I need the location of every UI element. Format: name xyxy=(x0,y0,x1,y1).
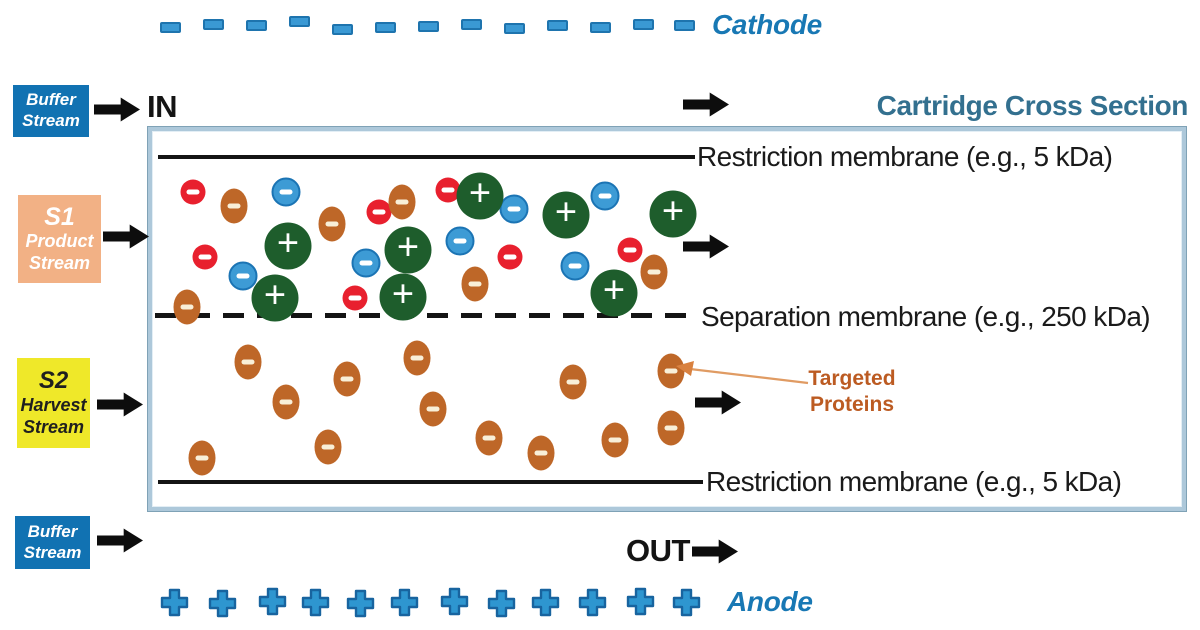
flow-arrow-icon xyxy=(97,527,143,554)
targeted-proteins-label: Targeted Proteins xyxy=(808,367,896,417)
stream-label-line: Product xyxy=(25,231,94,252)
stream-label-line: Stream xyxy=(28,253,91,274)
cathode-dash-icon xyxy=(203,19,224,30)
cathode-dash-icon xyxy=(418,21,439,32)
restriction-membrane-top-label: Restriction membrane (e.g., 5 kDa) xyxy=(697,141,1113,172)
cathode-dash-icon xyxy=(633,19,654,30)
separation-membrane-label: Separation membrane (e.g., 250 kDa) xyxy=(701,301,1151,332)
flow-arrow-icon xyxy=(94,96,140,123)
stream-id: S1 xyxy=(44,202,75,231)
anode-plus-icon xyxy=(487,589,516,623)
s2-harvest-stream-box: S2 Harvest Stream xyxy=(17,358,90,448)
anode-plus-icon xyxy=(531,588,560,622)
stream-label-line: Stream xyxy=(23,542,82,562)
flow-arrow-icon xyxy=(103,223,149,250)
outlet-label: OUT xyxy=(626,533,690,568)
restriction-membrane-top-line xyxy=(158,155,695,159)
flow-arrow-icon xyxy=(692,538,738,565)
restriction-membrane-bottom-label: Restriction membrane (e.g., 5 kDa) xyxy=(706,466,1122,497)
cathode-dash-icon xyxy=(375,22,396,33)
flow-arrow-icon xyxy=(683,233,729,260)
anode-label: Anode xyxy=(727,586,813,617)
stream-id: S2 xyxy=(38,367,69,395)
buffer-stream-box-bottom: Buffer Stream xyxy=(15,516,90,569)
anode-plus-icon xyxy=(440,587,469,621)
anode-plus-icon xyxy=(346,589,375,623)
stream-label-line: Harvest xyxy=(20,394,87,415)
cathode-label: Cathode xyxy=(712,9,822,40)
cathode-dash-icon xyxy=(674,20,695,31)
diagram-title: Cartridge Cross Section xyxy=(876,90,1189,121)
cathode-dash-icon xyxy=(504,23,525,34)
cathode-dash-icon xyxy=(332,24,353,35)
restriction-membrane-bottom-line xyxy=(158,480,703,484)
anode-plus-icon xyxy=(160,588,189,622)
cathode-dash-icon xyxy=(461,19,482,30)
buffer-stream-box-top: Buffer Stream xyxy=(13,85,89,137)
stream-label-line: Stream xyxy=(22,416,85,437)
anode-plus-icon xyxy=(626,587,655,621)
flow-arrow-icon xyxy=(97,391,143,418)
targeted-proteins-pointer-icon xyxy=(676,361,809,385)
s1-product-stream-box: S1 Product Stream xyxy=(18,195,101,283)
anode-plus-icon xyxy=(390,588,419,622)
separation-membrane-line xyxy=(155,313,697,318)
anode-plus-icon xyxy=(301,588,330,622)
cathode-dash-icon xyxy=(160,22,181,33)
anode-plus-icon xyxy=(578,588,607,622)
cathode-dash-icon xyxy=(547,20,568,31)
cathode-dash-icon xyxy=(246,20,267,31)
cathode-dash-icon xyxy=(590,22,611,33)
stream-label-line: Buffer xyxy=(26,90,76,110)
anode-plus-icon xyxy=(672,588,701,622)
anode-plus-icon xyxy=(208,589,237,623)
stream-label-line: Buffer xyxy=(27,521,78,541)
inlet-label: IN xyxy=(147,89,178,124)
stream-label-line: Stream xyxy=(22,111,80,130)
anode-plus-icon xyxy=(258,587,287,621)
flow-arrow-icon xyxy=(695,389,741,416)
cathode-dash-icon xyxy=(289,16,310,27)
flow-arrow-icon xyxy=(683,91,729,118)
